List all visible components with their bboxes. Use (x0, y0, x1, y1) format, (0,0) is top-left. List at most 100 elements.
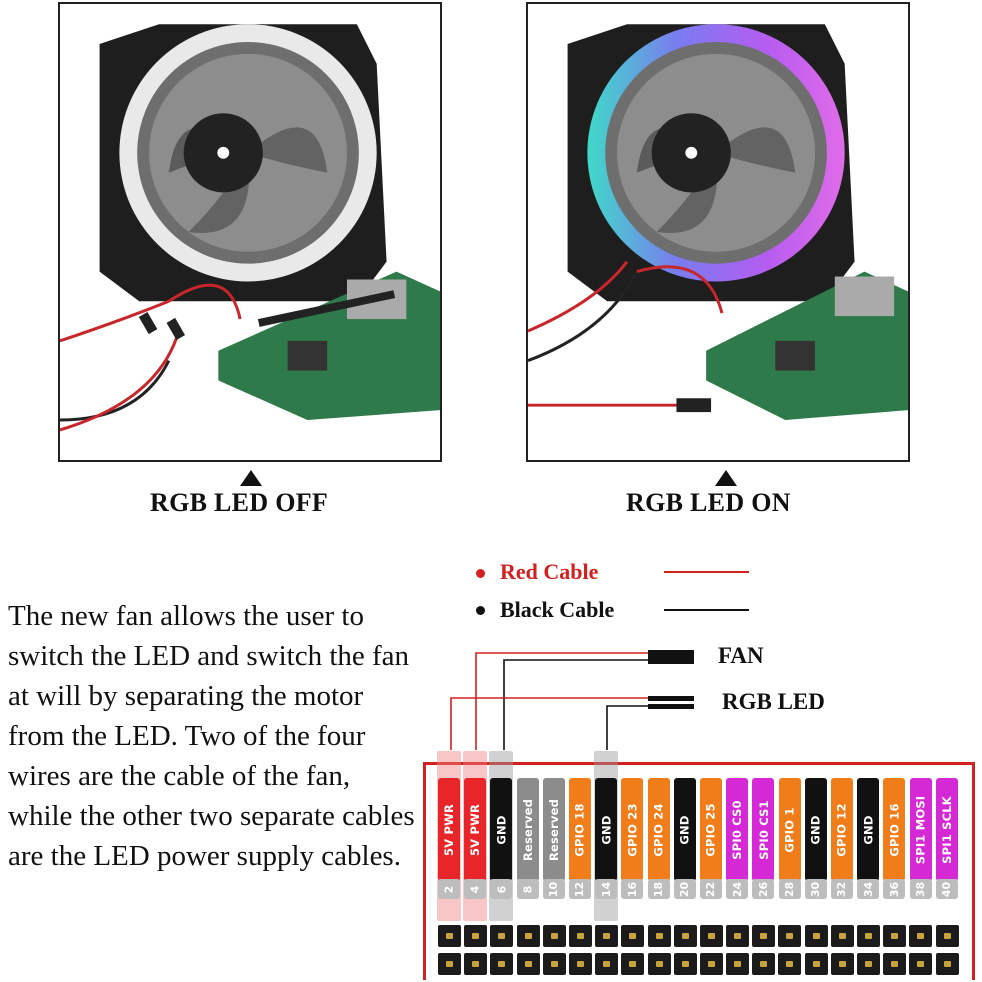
header-pin (909, 953, 933, 975)
pin-label-28: GPIO 1 (778, 778, 801, 881)
pin-number-text: 2 (442, 885, 456, 893)
header-pin (857, 925, 880, 947)
header-pin (778, 925, 802, 947)
pin-number-text: 34 (861, 881, 875, 897)
header-pin (673, 953, 697, 975)
pin-label-text: GPIO 23 (625, 802, 640, 857)
rgb-red-wire (450, 697, 648, 750)
pin-label-20: GND (673, 778, 696, 881)
pin-label-30: GND (804, 778, 827, 881)
pin-number-12: 12 (569, 879, 591, 899)
pin-number-30: 30 (804, 879, 827, 899)
pin-number-2: 2 (438, 879, 460, 899)
pin-number-text: 38 (914, 881, 928, 897)
pin-number-38: 38 (909, 879, 932, 899)
header-pin (935, 925, 959, 947)
pin-number-28: 28 (778, 879, 801, 899)
fan-led-off-illustration (60, 4, 440, 460)
fan-connector-plug (648, 650, 694, 664)
pin-number-text: 20 (678, 881, 692, 897)
pin-label-text: Reserved (546, 798, 561, 861)
legend-black-label: Black Cable (500, 597, 615, 622)
pin-number-6: 6 (490, 879, 513, 899)
pin-label-text: GND (677, 814, 692, 845)
pin-number-14: 14 (595, 879, 618, 899)
pin-number-20: 20 (673, 879, 696, 899)
header-pin (857, 953, 880, 975)
header-pin (909, 925, 933, 947)
photo-fan-led-on (526, 2, 910, 462)
header-pin (464, 925, 488, 947)
legend-black-line (664, 609, 749, 611)
header-pin (830, 953, 854, 975)
header-pin (621, 925, 645, 947)
pin-label-40: SPI1 SCLK (935, 778, 958, 881)
header-pin (726, 953, 750, 975)
header-pin (726, 925, 750, 947)
header-pin (804, 953, 828, 975)
pin-number-text: 18 (652, 881, 666, 897)
pin-label-text: GPIO 12 (835, 802, 849, 857)
pin-label-12: GPIO 18 (569, 778, 591, 881)
description-text: The new fan allows the user to switch th… (8, 600, 415, 872)
header-pin (778, 953, 802, 975)
pin-number-text: 22 (704, 881, 718, 897)
header-pin (830, 925, 854, 947)
header-pin (883, 925, 907, 947)
rgb-connector-plug-bottom (648, 704, 694, 709)
header-pin (647, 953, 671, 975)
pin-number-10: 10 (542, 879, 565, 899)
pin-label-text: GPIO 1 (782, 806, 797, 853)
pin-label-4: 5V PWR (464, 778, 487, 881)
pin-label-36: GPIO 16 (883, 778, 906, 881)
header-pin (438, 925, 461, 947)
pin-number-text: 32 (835, 881, 849, 897)
pin-label-16: GPIO 23 (621, 778, 644, 881)
pin-label-10: Reserved (542, 778, 565, 881)
header-pin (516, 953, 540, 975)
pin-number-32: 32 (831, 879, 853, 899)
pin-number-36: 36 (883, 879, 906, 899)
pin-label-text: Reserved (520, 798, 535, 861)
header-pin (568, 953, 592, 975)
pin-number-text: 30 (809, 881, 823, 897)
rgb-black-wire (606, 705, 648, 750)
rgb-connector-label: RGB LED (722, 689, 825, 714)
pin-number-26: 26 (752, 879, 775, 899)
header-pin (752, 925, 776, 947)
pin-label-text: GPIO 25 (704, 802, 718, 857)
pin-label-34: GND (857, 778, 880, 881)
pin-number-24: 24 (726, 879, 749, 899)
pin-number-18: 18 (647, 879, 670, 899)
photo-fan-led-off (58, 2, 442, 462)
header-pin (752, 953, 776, 975)
gpio-header-board: 5V PWR 2 5V PWR 4 GND 6 Reserved 8 Reserved 10 GPI… (423, 751, 975, 980)
fan-led-on-illustration (528, 4, 908, 460)
header-pin-row-top (438, 925, 964, 947)
red-dot-icon (476, 569, 485, 578)
pin-label-text: 5V PWR (442, 803, 457, 856)
header-pin (516, 925, 540, 947)
pin-number-40: 40 (935, 879, 958, 899)
pin-label-22: GPIO 25 (700, 778, 722, 881)
pin-label-26: SPI0 CS1 (752, 778, 775, 881)
fan-red-wire (475, 652, 648, 750)
pin-label-2: 5V PWR (438, 778, 460, 881)
header-pin-row-bottom (438, 953, 964, 975)
fan-black-wire (503, 659, 648, 750)
rgb-connector-plug-top (648, 696, 694, 701)
fan-connector-label: FAN (718, 643, 764, 668)
pin-number-8: 8 (516, 879, 539, 899)
pin-number-text: 4 (468, 885, 482, 893)
pin-number-text: 24 (730, 881, 744, 897)
pin-number-16: 16 (621, 879, 644, 899)
up-arrow-icon (240, 470, 262, 486)
header-pin (542, 925, 566, 947)
pin-label-text: GPIO 18 (573, 802, 587, 857)
pin-number-4: 4 (464, 879, 487, 899)
header-pin (595, 925, 619, 947)
pin-label-text: GPIO 24 (651, 802, 666, 857)
header-pin (595, 953, 619, 975)
pin-label-32: GPIO 12 (831, 778, 853, 881)
pin-label-text: GND (808, 814, 823, 845)
